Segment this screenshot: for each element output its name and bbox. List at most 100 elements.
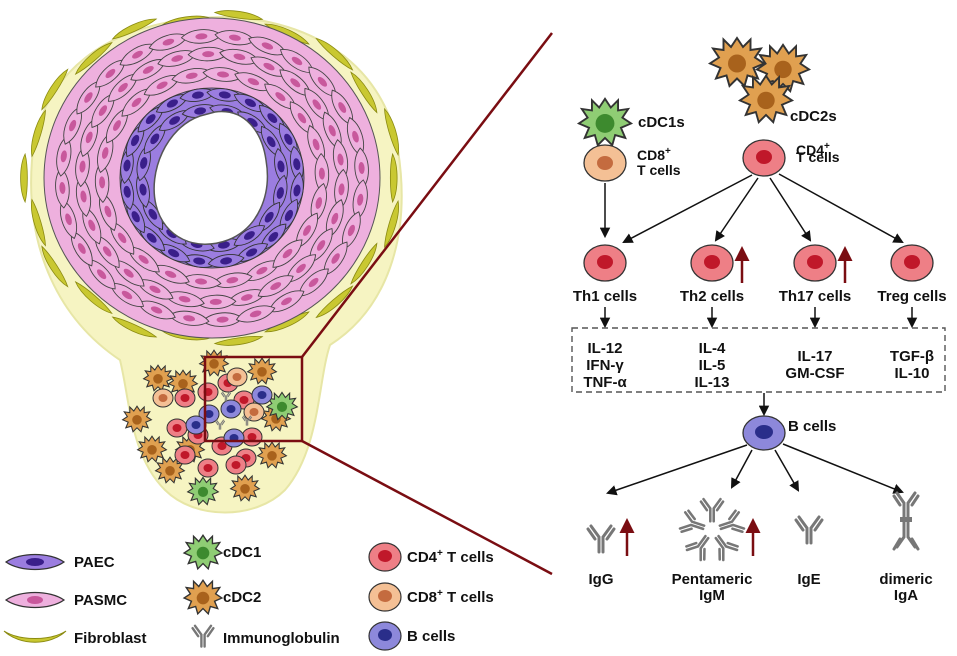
paec-nucleus: [123, 185, 131, 198]
bcells-label: B cells: [788, 418, 836, 435]
fibroblast-cell: [31, 109, 46, 158]
pasmc-nucleus: [132, 50, 143, 59]
pasmc-nucleus: [312, 138, 320, 151]
paec-nucleus: [277, 160, 285, 173]
fibroblast-cell: [384, 199, 399, 249]
pasmc-nucleus: [156, 81, 168, 90]
cd4-t-cell-nucleus: [231, 461, 241, 469]
cd4-label-line1: CD4: [796, 142, 824, 158]
cd4-t-cell-nucleus: [203, 464, 213, 472]
th-cell-label: Treg cells: [877, 288, 946, 305]
pasmc-cell: [235, 305, 276, 323]
pasmc-nucleus: [275, 92, 286, 102]
paec-nucleus: [150, 133, 160, 145]
b-cell-nucleus: [226, 405, 236, 413]
pasmc-cell: [354, 147, 369, 189]
paec-nucleus: [194, 107, 207, 115]
legend-cdc1: cDC1: [223, 544, 261, 561]
cdc2-cell: [122, 405, 152, 433]
paec-nucleus: [169, 116, 181, 125]
paec-nucleus: [123, 159, 131, 172]
cytokine-label: GM-CSF: [785, 365, 844, 382]
cdc2-cell-nucleus: [178, 379, 188, 389]
paec-nucleus: [166, 99, 178, 108]
pasmc-nucleus: [69, 119, 77, 132]
cdc1-cell: [187, 476, 219, 506]
pasmc-nucleus: [317, 76, 328, 87]
pasmc-nucleus: [228, 34, 241, 41]
cd4-label-sup: +: [824, 141, 830, 152]
pasmc-nucleus: [178, 296, 191, 303]
legend-fibroblast: Fibroblast: [74, 630, 147, 647]
paec-nucleus: [264, 211, 274, 223]
cytokine-label: IL-10: [894, 365, 929, 382]
paec-nucleus: [244, 98, 256, 108]
legend-cd8-pre: CD8: [407, 589, 437, 606]
pasmc-nucleus: [296, 263, 306, 274]
cd4-t-cell-nucleus: [247, 433, 257, 441]
paec-nucleus: [218, 91, 231, 99]
cdc2-cell-nucleus: [153, 374, 163, 384]
paec-cell: [278, 122, 298, 156]
pasmc-nucleus: [226, 277, 239, 284]
cdc2-cell: [247, 357, 277, 385]
cd4-t-cell: [174, 388, 196, 408]
zoom-line-bottom: [301, 439, 553, 576]
pasmc-cell: [352, 179, 368, 221]
paec-nucleus: [293, 158, 301, 171]
paec-nucleus: [267, 113, 278, 123]
pasmc-cell: [257, 275, 294, 297]
paec-icon: [4, 553, 66, 571]
pasmc-nucleus: [96, 269, 107, 280]
cd4-label-line2: T cells: [796, 149, 840, 165]
cd8-t-cell-nucleus: [232, 373, 242, 381]
cd4-t-cell-nucleus: [180, 394, 190, 402]
pasmc-nucleus: [240, 294, 253, 301]
paec-nucleus: [276, 187, 284, 199]
cdc2-cell-nucleus: [257, 367, 267, 377]
fibroblast-cell: [389, 152, 398, 204]
cd8-t-cell-icon: [583, 144, 627, 182]
cdc2-legend-icon: [183, 579, 223, 615]
cd8-t-cell: [243, 402, 265, 422]
cd4-t-cell: [197, 382, 219, 402]
legend-paec: PAEC: [74, 554, 115, 571]
cdc1-cell-nucleus: [276, 401, 288, 412]
paec-nucleus: [146, 233, 157, 243]
paec-nucleus: [266, 136, 276, 148]
paec-nucleus: [131, 211, 140, 223]
pasmc-nucleus: [216, 316, 229, 323]
legend-immunoglobulin: Immunoglobulin: [223, 630, 340, 647]
cdc2-cell: [230, 474, 260, 502]
paec-nucleus: [220, 257, 233, 265]
arrow-cd4-to-treg: [778, 173, 904, 244]
cdc2-cell: [143, 364, 173, 392]
legend-cd8-sup: +: [437, 588, 443, 599]
pasmc-nucleus: [331, 212, 339, 225]
th-cell-nucleus: [704, 255, 720, 269]
arrow-cd4-to-th2: [714, 177, 759, 242]
pasmc-cell: [332, 139, 349, 180]
paec-nucleus: [130, 134, 140, 147]
fibroblast-cell: [74, 281, 113, 314]
pasmc-cell: [211, 272, 253, 288]
zoom-line-top: [301, 32, 553, 358]
cdc2-cell: [168, 369, 198, 397]
cytokine-label: TGF-β: [890, 348, 934, 365]
cytokine-label: IFN-γ: [586, 357, 624, 374]
immune-cascade: cDC1s cDC2s CD8+ T cells CD4+ T cells: [571, 37, 947, 604]
paec-nucleus: [168, 248, 180, 258]
paec-nucleus: [243, 231, 255, 240]
cd4-t-cell: [166, 418, 188, 438]
pasmc-cell: [201, 312, 244, 327]
paec-nucleus: [139, 183, 147, 196]
paec-nucleus: [246, 248, 258, 257]
pasmc-nucleus: [84, 92, 93, 103]
th-cell-2: Th17 cells: [779, 244, 853, 329]
pasmc-nucleus: [202, 51, 215, 58]
cytokine-label: IL-5: [699, 357, 726, 374]
fibroblast-cell: [111, 18, 158, 40]
pasmc-nucleus: [102, 246, 112, 257]
paec-nucleus: [148, 208, 158, 220]
